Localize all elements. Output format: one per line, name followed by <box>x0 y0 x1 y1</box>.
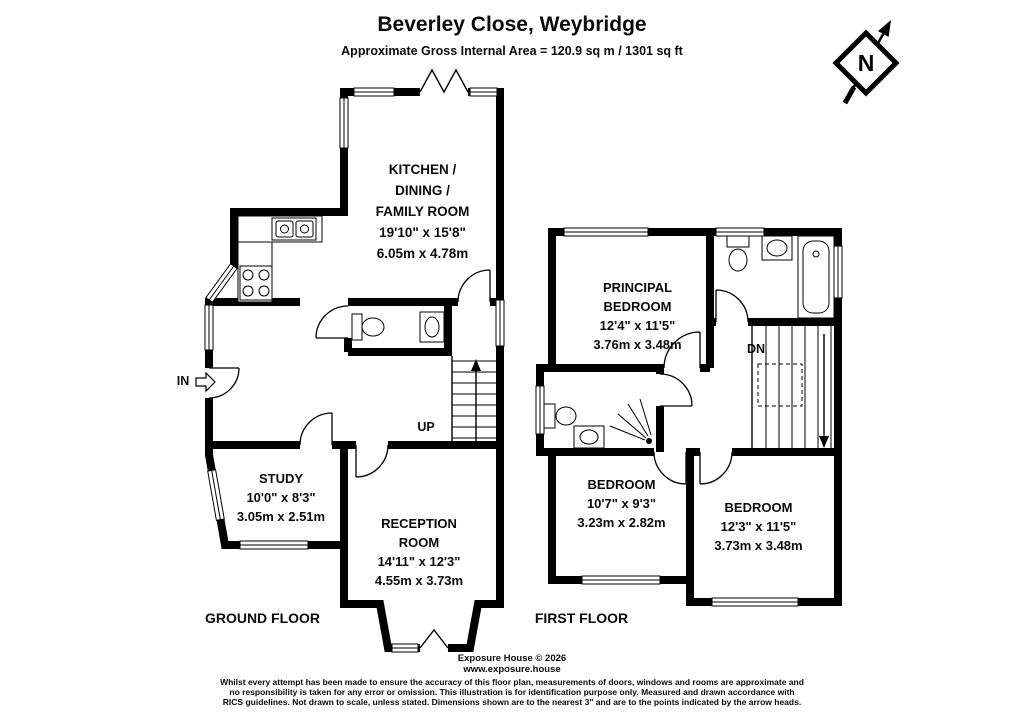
room-dims-metric: 3.23m x 2.82m <box>577 515 666 530</box>
footer-website: www.exposure.house <box>463 664 561 675</box>
room-name-line: ROOM <box>398 535 440 550</box>
compass-north-label: N <box>858 50 875 76</box>
room-dims-metric: 6.05m x 4.78m <box>376 246 469 261</box>
room-name-line: BEDROOM <box>587 477 656 492</box>
room-dims-metric: 4.55m x 3.73m <box>374 573 464 588</box>
room-dims-imperial: 10'7" x 9'3" <box>586 496 657 511</box>
room-label-study: STUDY 10'0" x 8'3" 3.05m x 2.51m <box>206 469 356 526</box>
page-title: Beverley Close, Weybridge <box>377 13 647 36</box>
window-icon <box>833 245 843 299</box>
window-icon <box>715 227 765 237</box>
room-label-kitchen: KITCHEN / DINING / FAMILY ROOM 19'10" x … <box>330 159 515 264</box>
window-icon <box>207 469 225 521</box>
bay-door-opening <box>420 644 448 652</box>
room-dims-imperial: 12'3" x 11'5" <box>720 519 797 534</box>
door-icon <box>299 412 333 446</box>
window-icon <box>711 597 799 607</box>
room-dims-metric: 3.76m x 3.48m <box>593 337 682 352</box>
toilet-icon <box>726 235 750 272</box>
window-icon <box>353 87 395 97</box>
window-icon <box>204 304 214 351</box>
room-dims-imperial: 19'10" x 15'8" <box>379 225 466 240</box>
room-name-line: DINING / <box>395 183 450 198</box>
compass-arrowhead <box>878 20 891 37</box>
footer-disclaimer-line: Whilst every attempt has been made to en… <box>220 677 804 687</box>
stairs-down-label: DN <box>746 342 766 356</box>
sink-icon <box>419 311 445 343</box>
room-name-line: STUDY <box>258 471 304 486</box>
entrance-in-label: IN <box>176 374 190 388</box>
stairs-down <box>751 326 832 448</box>
door-icon <box>457 269 491 303</box>
door-icon <box>659 373 693 407</box>
entrance-door-icon <box>208 367 240 399</box>
toilet-icon <box>543 403 577 429</box>
window-icon <box>495 299 505 347</box>
door-icon <box>653 451 687 485</box>
window-icon <box>581 575 661 585</box>
bifold-door-icon <box>419 68 469 94</box>
room-label-reception: RECEPTION ROOM 14'11" x 12'3" 4.55m x 3.… <box>336 514 502 590</box>
window-icon <box>563 227 649 237</box>
room-dims-metric: 3.05m x 2.51m <box>236 509 326 524</box>
stairs-up <box>451 356 500 441</box>
footer-disclaimer-line: no responsibility is taken for any error… <box>229 687 795 697</box>
first-floor-label: FIRST FLOOR <box>534 610 629 626</box>
ff-interior-walls <box>552 232 838 580</box>
room-label-bedroom-left: BEDROOM 10'7" x 9'3" 3.23m x 2.82m <box>539 475 704 532</box>
room-dims-imperial: 12'4" x 11'5" <box>599 318 676 333</box>
window-icon <box>239 540 309 550</box>
bathtub-icon <box>797 235 835 319</box>
hob-icon <box>239 265 273 301</box>
room-name-line: RECEPTION <box>381 516 457 531</box>
room-dims-imperial: 10'0" x 8'3" <box>246 490 316 505</box>
stairs-arrow-icon <box>471 359 481 371</box>
sink-icon <box>761 235 793 261</box>
door-icon <box>699 451 733 485</box>
compass-diamond <box>832 29 900 97</box>
window-icon <box>535 385 545 435</box>
footer-company: Exposure House © 2026 <box>457 653 567 664</box>
door-icon <box>663 331 701 369</box>
kitchen-sink-icon <box>271 217 317 241</box>
door-icon <box>355 444 389 478</box>
ground-floor-label: GROUND FLOOR <box>204 610 321 626</box>
window-icon <box>391 643 419 653</box>
stairs-arrow-icon <box>819 436 829 448</box>
sink-icon <box>573 425 605 449</box>
stairs-up-label: UP <box>417 420 435 434</box>
footer-disclaimer-line: RICS guidelines. Not drawn to scale, unl… <box>222 697 802 707</box>
window-icon <box>339 97 349 149</box>
toilet-icon <box>351 313 385 341</box>
bay-door-icon <box>419 628 449 649</box>
room-label-bedroom-right: BEDROOM 12'3" x 11'5" 3.73m x 3.48m <box>676 498 841 555</box>
shower-icon <box>609 398 652 444</box>
north-arrow-icon: N <box>832 20 900 105</box>
window-icon <box>469 87 498 97</box>
window-icon <box>205 262 238 304</box>
door-icon <box>715 289 749 323</box>
page-subtitle: Approximate Gross Internal Area = 120.9 … <box>341 44 683 58</box>
first-floor-plan <box>535 227 843 607</box>
room-name-line: PRINCIPAL <box>602 280 673 295</box>
room-name-line: KITCHEN / <box>388 162 457 177</box>
door-icon <box>315 305 349 339</box>
room-dims-metric: 3.73m x 3.48m <box>714 538 803 553</box>
room-name-line: BEDROOM <box>724 500 793 515</box>
entrance-arrow-icon <box>195 371 216 393</box>
ground-floor-plan <box>195 68 505 653</box>
room-dims-imperial: 14'11" x 12'3" <box>377 554 461 569</box>
room-name-line: BEDROOM <box>603 299 672 314</box>
room-label-principal-bedroom: PRINCIPAL BEDROOM 12'4" x 11'5" 3.76m x … <box>555 278 720 354</box>
room-name-line: FAMILY ROOM <box>375 204 470 219</box>
